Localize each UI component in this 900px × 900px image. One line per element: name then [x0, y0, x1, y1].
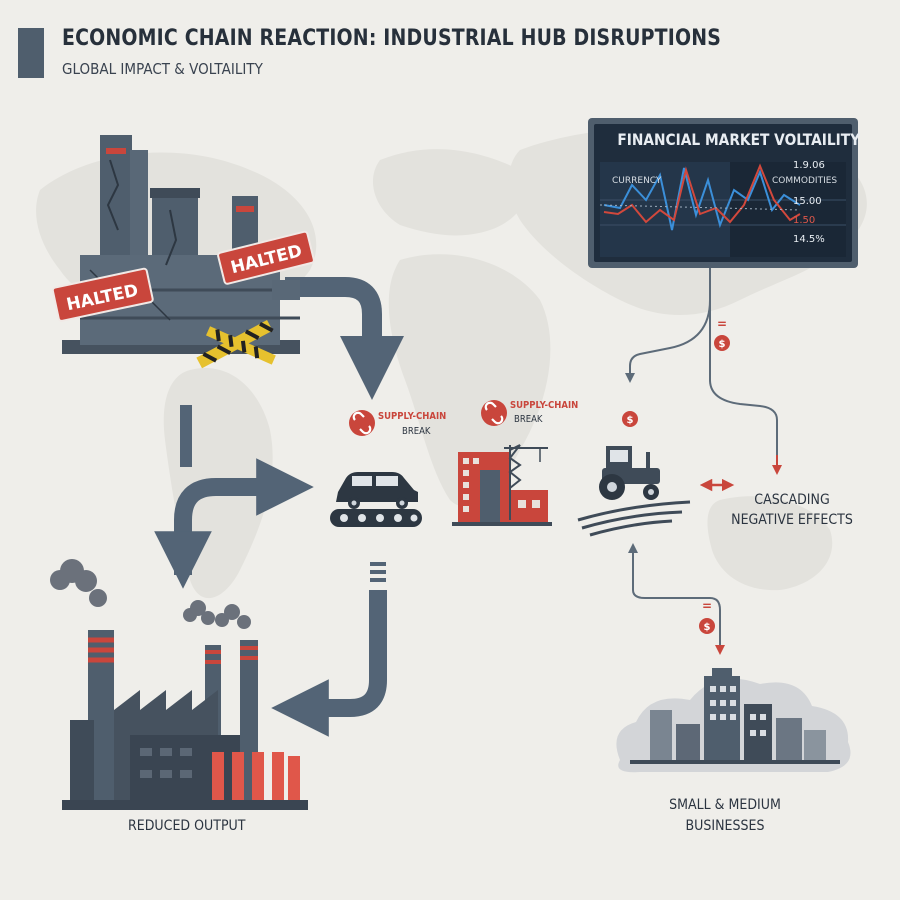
halted-factory-illustration: [51, 135, 315, 369]
page-title: ECONOMIC CHAIN REACTION: INDUSTRIAL HUB …: [62, 26, 722, 51]
header-accent-bar: [18, 28, 44, 78]
supply-break-sub-2: BREAK: [514, 414, 543, 425]
reduced-output-label: REDUCED OUTPUT: [128, 818, 246, 834]
page-subtitle: GLOBAL IMPACT & VOLTAILITY: [62, 60, 263, 78]
cascading-effects-label: CASCADING NEGATIVE EFFECTS: [720, 490, 864, 530]
dollar-markers: [622, 335, 730, 634]
market-value-3: 1.50: [793, 215, 816, 226]
market-panel-title: FINANCIAL MARKET VOLTAILITY: [617, 130, 861, 149]
connector-bar: [180, 405, 192, 467]
supply-break-sub-1: BREAK: [402, 426, 431, 437]
arrow-factory-to-supply-break: [285, 277, 405, 401]
supply-break-label-1: SUPPLY-CHAIN BREAK: [378, 411, 458, 437]
cascading-line-1: CASCADING: [754, 492, 830, 508]
broken-chain-icon-2: [481, 400, 507, 426]
dollar-symbol-2: $: [627, 415, 634, 426]
financial-market-panel: [588, 118, 858, 268]
tractor-farm-icon: [577, 446, 691, 537]
red-volatility-line: [603, 163, 801, 224]
supply-break-title-2: SUPPLY-CHAIN: [510, 400, 579, 411]
small-medium-business-city: [616, 668, 851, 773]
smb-label: SMALL & MEDIUM BUSINESSES: [649, 795, 802, 837]
market-value-4: 14.5%: [793, 234, 825, 245]
supply-break-title-1: SUPPLY-CHAIN: [378, 411, 447, 422]
market-connectors: [625, 268, 782, 475]
market-value-1: 1.9.06: [793, 160, 825, 171]
blue-volatility-line: [603, 167, 801, 231]
market-value-2: 15.00: [793, 196, 822, 207]
arrow-tractor-smb: [632, 552, 725, 655]
car-assembly-icon: [330, 472, 422, 527]
equals-symbol-1: =: [717, 317, 727, 331]
smb-line-2: BUSINESSES: [685, 818, 765, 834]
cascading-line-2: NEGATIVE EFFECTS: [731, 512, 853, 528]
halted-sign-right: [217, 230, 315, 285]
dollar-marker-1: [714, 335, 730, 351]
arrow-car-to-reduced-output: [271, 590, 387, 737]
construction-building-icon: [452, 444, 552, 526]
supply-break-label-2: SUPPLY-CHAIN BREAK: [510, 400, 590, 425]
pipe-dashes: [370, 562, 386, 582]
dollar-marker-3: [699, 618, 715, 634]
reduced-output-factory-illustration: [50, 559, 308, 810]
market-commodities-label: COMMODITIES: [772, 176, 838, 186]
dollar-symbol-1: $: [719, 339, 726, 350]
halted-sign-left: [51, 267, 154, 322]
market-currency-label: CURRENCY: [612, 176, 662, 186]
dollar-marker-2: [622, 411, 638, 427]
smb-line-1: SMALL & MEDIUM: [669, 797, 781, 813]
broken-chain-icon-1: [349, 410, 375, 436]
dollar-symbol-3: $: [704, 622, 711, 633]
equals-symbol-2: =: [702, 599, 712, 613]
arrow-loop-up-to-car: [174, 458, 314, 575]
